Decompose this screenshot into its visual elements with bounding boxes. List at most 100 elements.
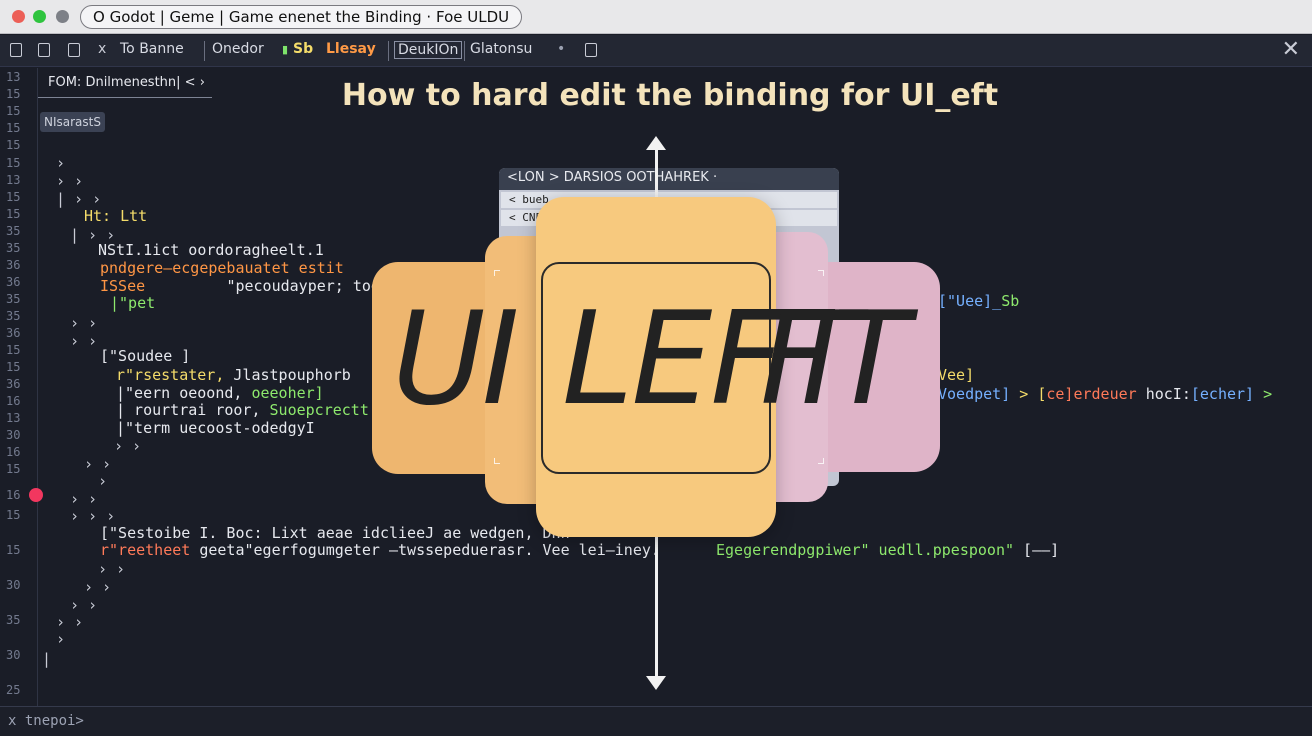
key-card-inner-frame — [541, 262, 771, 474]
line-number: 15 — [6, 360, 21, 374]
code-token: hocI: — [1136, 385, 1191, 403]
code-line[interactable]: Ht: Ltt — [84, 207, 148, 225]
key-card-front[interactable] — [536, 197, 776, 537]
fold-chevron-icon[interactable]: › › — [114, 437, 142, 455]
toolbar-item-4[interactable]: Glatonsu — [470, 41, 533, 57]
fold-chevron-icon[interactable]: › › — [84, 578, 112, 596]
pin-icon[interactable]: x — [98, 41, 107, 57]
toolbar-colored-mark: Sb — [293, 41, 314, 57]
scope-badge: NIsarastS — [40, 112, 105, 132]
code-line[interactable]: r"rsestater, Jlаstpouphorb — [116, 366, 351, 384]
code-token: |"eern oeoond, — [116, 384, 252, 402]
line-number: 30 — [6, 428, 21, 442]
line-number: 16 — [6, 445, 21, 459]
line-number: 15 — [6, 190, 21, 204]
fold-chevron-icon[interactable]: › › — [70, 332, 98, 350]
close-window-button[interactable] — [12, 10, 25, 23]
breadcrumb[interactable]: FOM: Dnilmenesthn| < › — [38, 72, 212, 98]
status-text[interactable]: x tnepoi> — [8, 713, 84, 729]
minimize-window-button[interactable] — [33, 10, 46, 23]
code-line[interactable]: |"term uecoost-odedgyI — [116, 419, 315, 437]
code-line[interactable]: pndgere—eсgepebauatet estit — [100, 259, 344, 277]
line-number: 25 — [6, 683, 21, 697]
code-token: [––] — [1014, 541, 1060, 559]
line-number: 15 — [6, 121, 21, 135]
fold-chevron-icon[interactable]: › › — [56, 613, 84, 631]
code-line[interactable]: ["Uee]_Sb — [938, 292, 1019, 310]
fold-chevron-icon[interactable]: › › — [70, 596, 98, 614]
toolbar-item-3[interactable]: DeukIOn — [394, 41, 463, 59]
code-line[interactable]: ["Sestoibe I. Boc: Lixt aeae idclieeJ ae… — [100, 524, 570, 542]
fold-chevron-icon[interactable]: › › — [84, 455, 112, 473]
window-titlebar: O Godot | Geme | Game enenet the Binding… — [0, 0, 1312, 34]
line-number: 15 — [6, 343, 21, 357]
arrow-down-icon — [646, 676, 666, 690]
corner-mark-icon — [494, 270, 500, 276]
toolbar-item-2[interactable]: Llesay — [326, 41, 376, 57]
code-token: Suoepcrectt — [269, 401, 369, 419]
fold-chevron-icon[interactable]: › — [56, 154, 66, 172]
line-number-gutter: 13 15 15 15 15 15 13 15 15 35 35 36 36 3… — [0, 68, 38, 706]
line-number: 36 — [6, 377, 21, 391]
line-number: 15 — [6, 207, 21, 221]
fold-chevron-icon[interactable]: › › — [70, 490, 98, 508]
code-line[interactable]: | rourtrai roor, Suoepcrectt — [116, 401, 369, 419]
code-line[interactable]: Voedpet] > [ce]erdeuer hocI:[echer] > — [938, 385, 1272, 403]
line-number: 13 — [6, 70, 21, 84]
code-token: > [ — [1019, 385, 1047, 403]
key-label-ui: UI — [392, 285, 519, 434]
code-line[interactable]: Egegerendpgpiwer" uedll.ppespoon" [––] — [716, 541, 1059, 559]
code-line[interactable]: |"eern oeoond, oeeoher] — [116, 384, 324, 402]
fold-chevron-icon[interactable]: | › › — [56, 190, 102, 208]
key-label-ft: FT — [760, 285, 910, 434]
file-icon[interactable] — [38, 43, 50, 57]
fold-chevron-icon[interactable]: › — [56, 630, 66, 648]
fold-chevron-icon[interactable]: › › — [98, 560, 126, 578]
status-bar: x tnepoi> — [0, 706, 1312, 736]
line-number: 35 — [6, 613, 21, 627]
code-line[interactable]: r"reetheet geeta"egerfogumgeter –twssepe… — [100, 541, 660, 559]
code-line[interactable]: |"pet — [110, 294, 156, 312]
folder-icon[interactable] — [10, 43, 22, 57]
code-line[interactable]: NStI.1ict oordoragheelt.1 — [98, 241, 324, 259]
popup-header: <LON > DARSIOS OOTHAHREK · — [499, 168, 839, 190]
breadcrumb-text: FOM: Dnilmenesthn| < — [48, 75, 196, 90]
fold-chevron-icon[interactable]: › › — [56, 172, 84, 190]
code-token: r"reetheet — [100, 541, 200, 559]
fold-chevron-icon[interactable]: › › › — [70, 507, 116, 525]
dropdown-arrow-icon[interactable]: • — [557, 41, 566, 57]
code-token: Egegerendpgpiwer" uedll.ppespoon" — [716, 541, 1015, 559]
fold-chevron-icon[interactable]: | › › — [70, 226, 116, 244]
code-line[interactable]: ["Soudee ] — [100, 347, 191, 365]
line-number: 15 — [6, 138, 21, 152]
document-icon[interactable] — [585, 43, 597, 57]
toolbar-item-0[interactable]: To Banne — [120, 41, 184, 57]
save-icon[interactable] — [68, 43, 80, 57]
line-number: 15 — [6, 156, 21, 170]
fold-chevron-icon[interactable]: › — [98, 472, 108, 490]
close-icon[interactable]: ✕ — [1281, 37, 1300, 62]
fold-chevron-icon[interactable]: | — [42, 650, 52, 668]
breakpoint-marker[interactable] — [29, 488, 43, 502]
code-token: Jlаstpouphorb — [233, 366, 351, 384]
code-line[interactable]: Vee] — [938, 366, 975, 384]
toolbar-item-1[interactable]: Onedor — [212, 41, 264, 57]
corner-mark-icon — [818, 458, 824, 464]
code-token: ISSee — [100, 277, 227, 295]
maximize-window-button[interactable] — [56, 10, 69, 23]
code-token: Sb — [1001, 292, 1020, 310]
line-number: 15 — [6, 462, 21, 476]
line-number: 35 — [6, 309, 21, 323]
line-number: 35 — [6, 224, 21, 238]
line-number: 30 — [6, 648, 21, 662]
line-number: 30 — [6, 578, 21, 592]
code-token: [echer] — [1190, 385, 1255, 403]
line-number: 15 — [6, 87, 21, 101]
line-number: 13 — [6, 411, 21, 425]
line-number: 15 — [6, 104, 21, 118]
fold-chevron-icon[interactable]: › › — [70, 314, 98, 332]
code-token: Voedpet] — [938, 385, 1020, 403]
corner-mark-icon — [494, 458, 500, 464]
window-title: O Godot | Geme | Game enenet the Binding… — [80, 5, 523, 29]
toolbar-separator — [204, 41, 205, 61]
